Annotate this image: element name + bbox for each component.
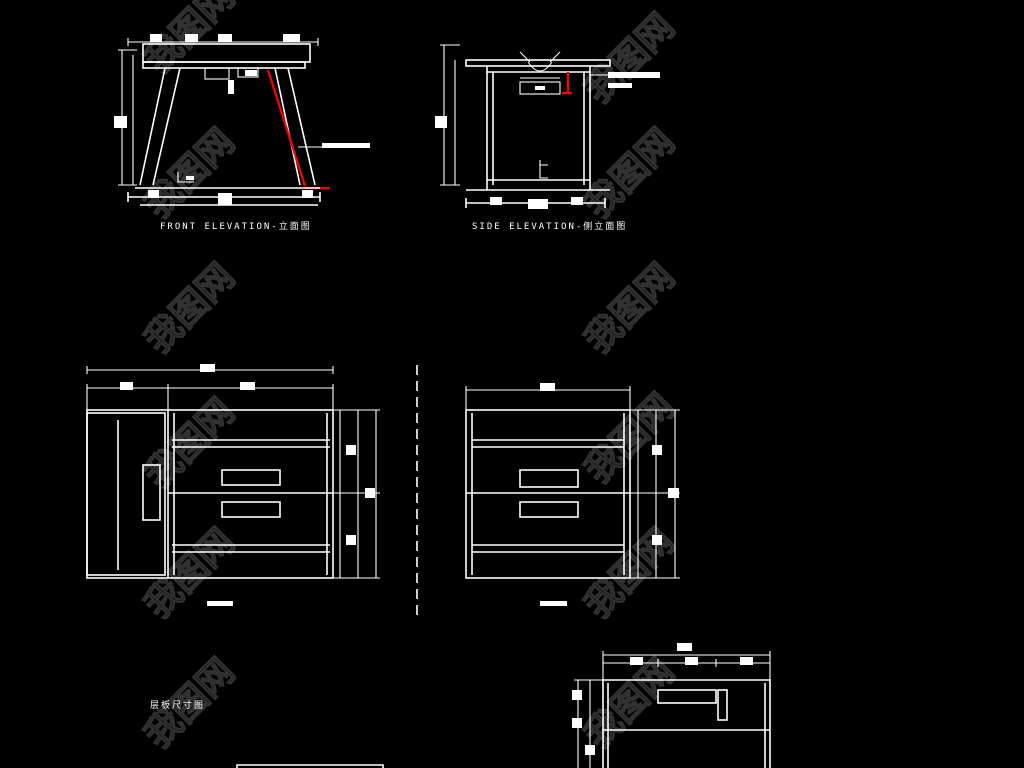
- drawer-detail-view: [572, 643, 771, 768]
- watermark-layer: 我图网 我图网 我图网 我图网 我图网 我图网 我图网 我图网 我图网 我图网 …: [137, 0, 684, 757]
- front-detail-mark: [186, 176, 194, 180]
- front-left-leg: [139, 67, 181, 186]
- dimension-text-block: [114, 116, 127, 128]
- shelf-dimension-view: 层板尺寸图: [150, 699, 384, 768]
- watermark: 我图网: [137, 121, 242, 226]
- watermark: 我图网: [137, 521, 242, 626]
- side-hardware-box: [519, 81, 561, 95]
- side-hardware-detail: [519, 51, 561, 79]
- dimension-text-block: [302, 190, 313, 198]
- dimension-text-block: [200, 364, 215, 372]
- front-fitting: [204, 67, 230, 80]
- cabinet-side-view: [465, 383, 680, 606]
- cabinet-drawer-frame: [168, 413, 333, 575]
- dimension-text-block: [630, 657, 643, 665]
- dimension-text-block: [218, 193, 232, 205]
- front-fitting: [237, 67, 259, 78]
- dimension-text-block: [652, 535, 662, 545]
- drawer-handle-lower: [519, 501, 579, 518]
- side-elevation-label: SIDE ELEVATION-侧立面图: [472, 220, 627, 232]
- dimension-text-block: [585, 745, 595, 755]
- watermark: 我图网: [577, 6, 682, 111]
- dimension-text-block: [740, 657, 753, 665]
- front-elevation-label: FRONT ELEVATION-立面图: [160, 220, 312, 232]
- cabinet-side-outline: [465, 409, 631, 579]
- dimension-text-block: [150, 34, 162, 42]
- drawer-handle-lower: [221, 501, 281, 518]
- dimension-text-block: [652, 445, 662, 455]
- dimension-text-block: [185, 34, 198, 42]
- watermark: 我图网: [577, 121, 682, 226]
- dimension-text-block: [571, 197, 583, 205]
- drawer-detail-top-dimension: [602, 651, 771, 659]
- front-leader-tag: [322, 143, 370, 148]
- dimension-text-block: [572, 690, 582, 700]
- cabinet-front-title-block: [207, 601, 233, 606]
- front-red-marker-line: [266, 69, 330, 190]
- shelf-dimension-label: 层板尺寸图: [150, 699, 205, 711]
- cabinet-side-frame: [466, 413, 630, 575]
- dimension-text-block: [572, 718, 582, 728]
- front-elevation: FRONT ELEVATION-立面图: [114, 34, 370, 232]
- cabinet-side-title-block: [540, 601, 567, 606]
- front-right-leg: [274, 67, 316, 186]
- side-hardware-mark: [535, 86, 545, 90]
- dimension-text-block: [148, 190, 159, 198]
- side-elevation: SIDE ELEVATION-侧立面图: [435, 44, 660, 232]
- side-leader-tag: [608, 72, 660, 78]
- drawer-handle-upper: [221, 469, 281, 486]
- drawer-detail-lock: [717, 689, 728, 721]
- front-detail-mark: [177, 172, 194, 183]
- dimension-text-block: [677, 643, 692, 651]
- dimension-text-block: [668, 488, 679, 498]
- cabinet-door-handle: [142, 464, 161, 521]
- dimension-text-block: [435, 116, 447, 128]
- side-legs: [486, 66, 591, 190]
- drawer-detail-handle: [657, 689, 717, 704]
- dimension-text-block: [685, 657, 698, 665]
- side-detail-mark: [539, 160, 548, 179]
- dimension-text-block: [120, 382, 133, 390]
- front-fitting-mark: [228, 80, 234, 94]
- cabinet-front-view: [86, 364, 380, 606]
- drawer-detail-outline: [602, 679, 771, 768]
- dimension-text-block: [490, 197, 502, 205]
- dimension-text-block: [528, 199, 548, 209]
- dimension-text-block: [346, 445, 356, 455]
- side-left-dimension-lines: [440, 44, 460, 186]
- side-tabletop: [465, 59, 611, 67]
- shelf-outline-partial: [236, 764, 384, 768]
- watermark: 我图网: [577, 256, 682, 361]
- drawer-handle-upper: [519, 469, 579, 488]
- dimension-text-block: [540, 383, 555, 391]
- side-red-marker-line: [562, 72, 572, 95]
- front-fitting-mark: [245, 70, 257, 76]
- cabinet-door-panel: [86, 412, 166, 576]
- watermark: 我图网: [137, 391, 242, 496]
- cabinet-front-right-dimensions: [333, 409, 380, 579]
- cabinet-front-second-dimension: [86, 384, 334, 410]
- dimension-text-block: [346, 535, 356, 545]
- dimension-text-block: [283, 34, 300, 42]
- dimension-text-block: [240, 382, 255, 390]
- dimension-text-block: [365, 488, 375, 498]
- side-leader-tag: [608, 83, 632, 88]
- watermark: 我图网: [137, 256, 242, 361]
- dimension-text-block: [218, 34, 232, 42]
